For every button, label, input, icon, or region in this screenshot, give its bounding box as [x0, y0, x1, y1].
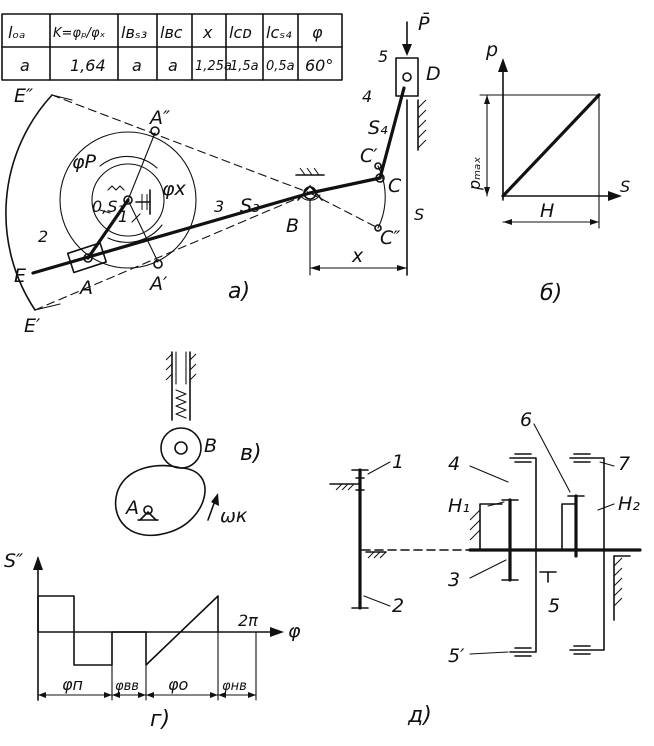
table-cell-7: 60°: [305, 56, 333, 75]
cam-spring: [175, 389, 187, 419]
caption-d: д): [407, 703, 432, 728]
cam-mechanism: B A ωк в): [114, 351, 262, 537]
table-header-0: lₒₐ: [8, 23, 25, 42]
label-gear-6: 6: [520, 409, 532, 431]
label-phi-vv: φвв: [115, 679, 139, 694]
table-cell-2: a: [132, 56, 142, 75]
label-H2: H₂: [618, 493, 640, 515]
label-C: C: [388, 175, 402, 197]
pivot-O: [123, 195, 133, 205]
label-S3: S₃: [240, 195, 260, 217]
label-A2: A″: [148, 107, 170, 129]
label-B: B: [286, 215, 299, 237]
link-BC: [308, 176, 382, 195]
label-E2: E″: [14, 85, 33, 107]
label-phi-nv: φнв: [222, 679, 247, 694]
label-pmax: pₘₐₓ: [465, 157, 484, 192]
label-S: S: [414, 205, 424, 224]
extreme-line-upper: [51, 94, 311, 194]
gear-train: 1 2 4 H₁ 3 5′ 5 6 7 H₂ д): [329, 409, 642, 728]
table-cell-0: a: [20, 56, 30, 75]
table-header-3: lʙᴄ: [160, 23, 183, 42]
table-cell-5: 1,5a: [230, 59, 259, 74]
label-phiX: φx: [162, 178, 187, 200]
label-gear-4: 4: [448, 453, 460, 475]
table-header-7: φ: [312, 23, 323, 42]
label-gear-5p: 5′: [448, 645, 465, 667]
label-p: p: [485, 39, 498, 61]
ring-gear-7: [569, 457, 605, 651]
label-omega: ωк: [220, 505, 248, 527]
linkage-mechanism: E″ A″ φP φx 0,S₁ 1 2 3 S₃ E A A′ E′ B C …: [5, 11, 441, 337]
label-gear-2: 2: [392, 595, 404, 617]
label-s2: S″: [4, 550, 23, 572]
table-header-4: x: [202, 23, 213, 42]
label-S4: S₄: [368, 117, 388, 139]
cam-profile: [114, 464, 206, 537]
label-D: D: [426, 63, 441, 85]
label-E: E: [14, 265, 26, 287]
table-cell-1: 1,64: [70, 56, 106, 75]
graph-box: [502, 94, 600, 197]
swing-arc-outer: [5, 94, 53, 311]
label-four: 4: [362, 87, 372, 106]
label-H: H: [540, 200, 554, 222]
label-s-axis: S: [620, 177, 630, 196]
label-phi-o: φо: [168, 675, 189, 694]
label-cam-A: A: [124, 497, 139, 519]
slider-5: [395, 57, 419, 97]
table-cell-6: 0,5a: [266, 59, 295, 74]
caption-v: в): [240, 441, 262, 466]
label-cam-B: B: [204, 435, 217, 457]
parameter-table: lₒₐ K=φₚ/φₓ lʙₛ₃ lʙᴄ x lᴄᴅ lᴄₛ₄ φ a 1,64…: [1, 13, 343, 81]
label-C1: C′: [360, 145, 378, 167]
label-x: x: [351, 245, 364, 267]
table-header-1: K=φₚ/φₓ: [53, 26, 106, 41]
crank-circle-inner: [91, 163, 165, 237]
label-phi-axis: φ: [288, 620, 301, 642]
label-gear-7: 7: [618, 453, 630, 475]
label-2pi: 2π: [238, 611, 258, 630]
acceleration-graph: S″ φ 2π φп φвв φо φнв г): [4, 550, 301, 732]
roller-B: [160, 427, 202, 469]
pressure-graph: p pₘₐₓ S H б): [465, 39, 630, 306]
crank-1: [86, 198, 130, 260]
pressure-line: [501, 93, 601, 198]
label-H1: H₁: [448, 495, 470, 517]
acceleration-curve: [37, 595, 219, 666]
label-O: 0,S₁: [92, 197, 124, 216]
caption-b: б): [540, 281, 562, 306]
label-three: 3: [214, 197, 224, 216]
link-3: [31, 191, 312, 275]
slider-2: [66, 242, 108, 274]
label-A: A: [78, 277, 93, 299]
caption-g: г): [150, 707, 170, 732]
label-gear-1: 1: [392, 451, 404, 473]
label-phi-p: φп: [62, 675, 83, 694]
label-gear-5: 5: [548, 595, 560, 617]
label-C2: C″: [380, 227, 400, 249]
label-one: 1: [118, 207, 128, 226]
label-A1: A′: [148, 273, 168, 295]
table-header-6: lᴄₛ₄: [266, 23, 292, 42]
ring-gear-5: [509, 559, 537, 653]
crank-circle-outer: [59, 131, 197, 269]
label-two: 2: [38, 227, 48, 246]
table-header-2: lʙₛ₃: [121, 23, 147, 42]
label-phiP: φP: [72, 151, 97, 173]
table-header-5: lᴄᴅ: [229, 23, 252, 42]
label-gear-3: 3: [448, 569, 460, 591]
label-P: P̄: [418, 11, 430, 35]
link-4: [378, 86, 406, 180]
table-cell-3: a: [168, 56, 178, 75]
ring-gear-4: [509, 457, 537, 561]
caption-a: a): [228, 279, 250, 304]
label-five: 5: [378, 47, 388, 66]
label-E1: E′: [24, 315, 41, 337]
extreme-line-lower: [34, 192, 311, 311]
table-cell-4: 1,25a: [195, 59, 232, 74]
